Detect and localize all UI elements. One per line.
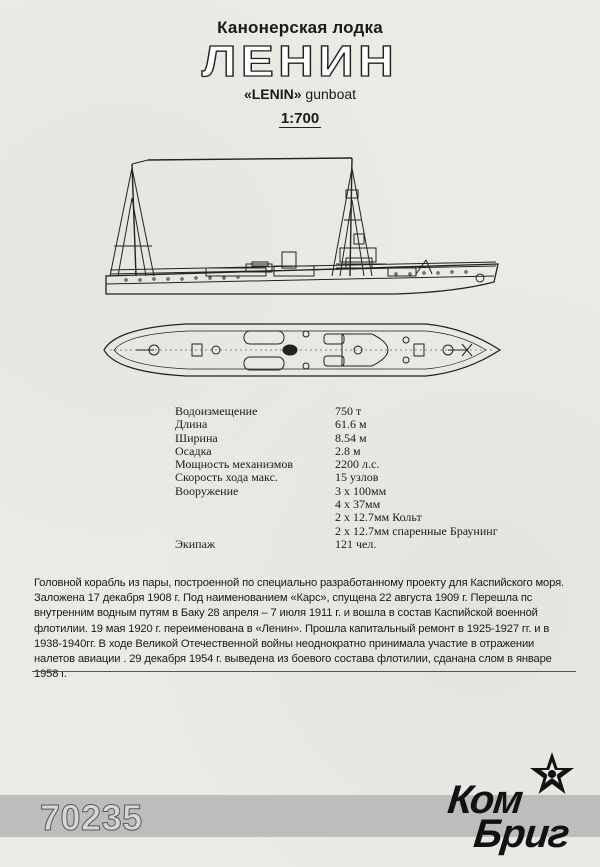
spec-row: Водоизмещение 750 т	[175, 404, 498, 418]
spec-value: 121 чел.	[335, 536, 377, 551]
spec-row: Экипаж 121 чел.	[175, 536, 498, 551]
spec-value: 3 х 100мм	[335, 483, 387, 498]
spec-row: 4 х 37мм	[175, 497, 498, 512]
spec-value: 15 узлов	[335, 470, 379, 485]
spec-label: Экипаж	[175, 536, 216, 551]
spec-label	[175, 498, 335, 511]
english-title: «LENIN» gunboat	[0, 86, 600, 102]
spec-value: 61.6 м	[335, 417, 367, 432]
history-description: Головной корабль из пары, построенной по…	[34, 577, 564, 681]
spec-label: Мощность механизмов	[175, 457, 293, 472]
spec-label: Длина	[175, 417, 208, 432]
header: Канонерская лодка ЛЕНИН «LENIN» gunboat …	[0, 18, 600, 128]
spec-label: Вооружение	[175, 483, 239, 498]
spec-label: Осадка	[175, 443, 212, 458]
ship-name: ЛЕНИН	[201, 37, 399, 86]
ship-drawing	[103, 157, 502, 377]
star-icon	[530, 752, 574, 794]
spec-label	[175, 525, 335, 538]
divider	[32, 671, 576, 672]
spec-value: 750 т	[335, 404, 362, 418]
spec-row: Осадка 2.8 м	[175, 443, 498, 458]
spec-value: 2 х 12.7мм Кольт	[335, 510, 422, 525]
kit-code: 70235	[40, 797, 143, 839]
specifications-table: Водоизмещение 750 т Длина 61.6 м Ширина 8.5…	[175, 404, 498, 551]
english-suffix: gunboat	[305, 86, 357, 102]
spec-value: 2.8 м	[335, 443, 361, 458]
spec-label: Скорость хода макс.	[175, 470, 278, 485]
spec-label: Ширина	[175, 430, 218, 445]
top-plan-view	[103, 323, 502, 377]
spec-row: Длина 61.6 м	[175, 417, 498, 432]
footer-band	[0, 795, 600, 837]
logo-text-line2: Бриг	[471, 812, 571, 856]
side-profile	[105, 157, 499, 295]
spec-value: 8.54 м	[335, 430, 367, 445]
english-name: «LENIN»	[243, 86, 302, 102]
spec-value: 2200 л.с.	[335, 457, 380, 472]
spec-row: Мощность механизмов 2200 л.с.	[175, 457, 498, 472]
spec-row: Вооружение 3 х 100мм	[175, 483, 498, 498]
spec-row: 2 х 12.7мм спаренные Браунинг	[175, 523, 498, 538]
spec-row: Скорость хода макс. 15 узлов	[175, 470, 498, 485]
spec-label: Водоизмещение	[175, 404, 258, 418]
scale-label: 1:700	[278, 110, 322, 128]
spec-row: Ширина 8.54 м	[175, 430, 498, 445]
spec-label	[175, 511, 335, 524]
spec-value: 2 х 12.7мм спаренные Браунинг	[335, 523, 498, 538]
spec-row: 2 х 12.7мм Кольт	[175, 510, 498, 525]
kombrig-logo: Ком Бриг	[438, 748, 590, 860]
spec-value: 4 х 37мм	[335, 497, 381, 512]
title-russian: Канонерская лодка	[217, 18, 383, 37]
